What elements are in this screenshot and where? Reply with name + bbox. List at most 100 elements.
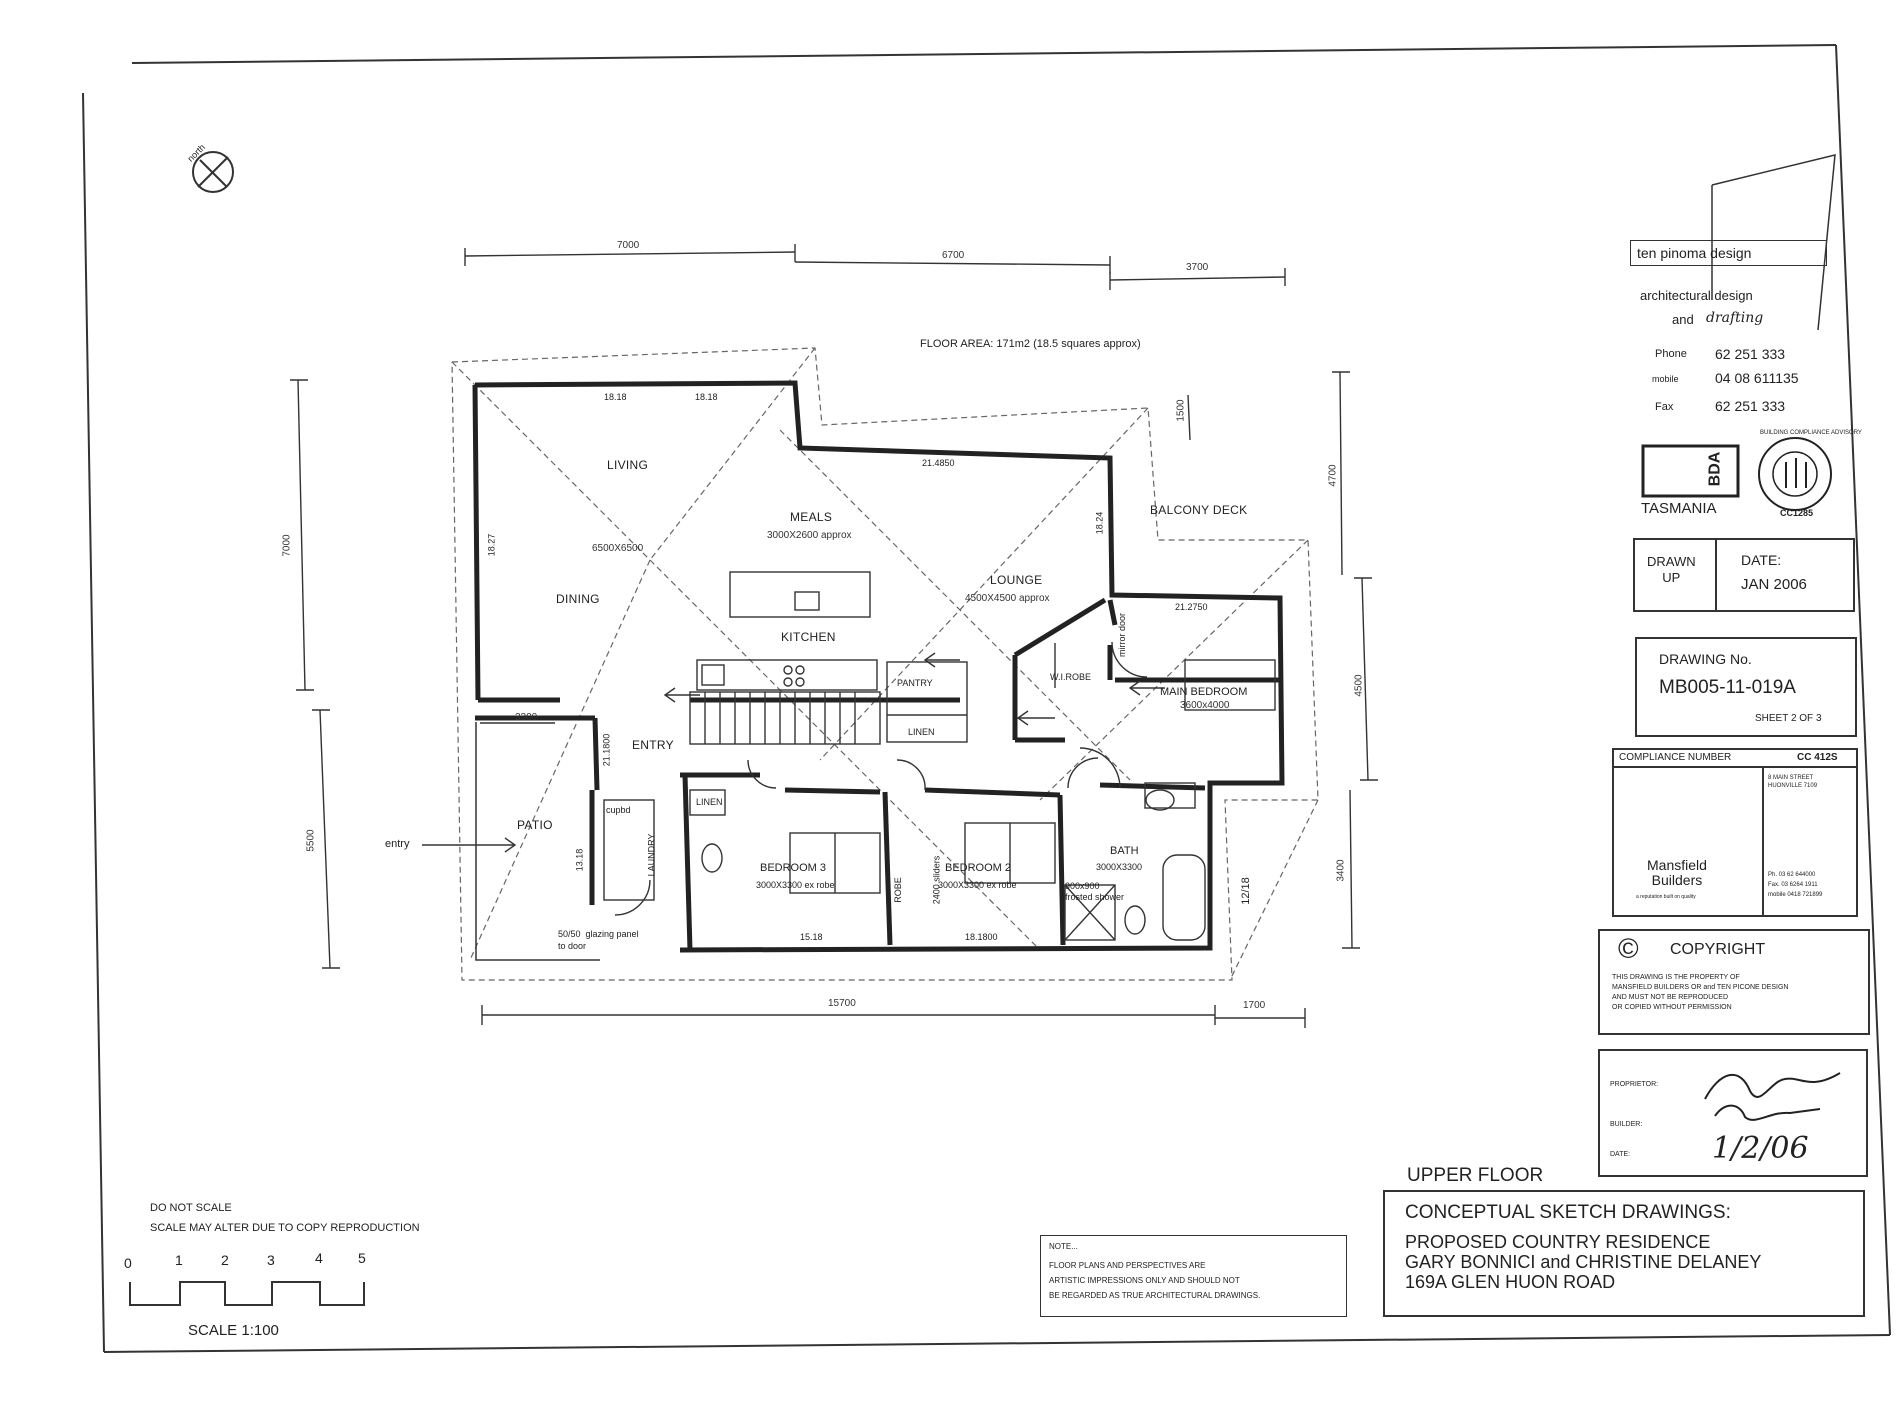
scale-note-2: SCALE MAY ALTER DUE TO COPY REPRODUCTION (150, 1222, 420, 1234)
beam-label: 18.24 (1094, 511, 1105, 535)
bda-logo-icon (1641, 437, 1832, 511)
beam-label: 21.1800 (601, 733, 612, 767)
copyright-title: COPYRIGHT (1670, 941, 1766, 958)
room-living-size: 6500X6500 (592, 543, 644, 554)
compliance-header-line (1614, 766, 1856, 768)
bda-ring-text: BUILDING COMPLIANCE ADVISORY (1760, 430, 1862, 436)
room-living: LIVING (607, 458, 649, 472)
room-linen-1: LINEN (908, 727, 935, 737)
compliance-number: CC 412S (1797, 752, 1838, 763)
room-balcony: BALCONY DECK (1150, 503, 1248, 517)
room-mirror-door: mirror door (1117, 612, 1128, 658)
copyright-symbol-icon: © (1618, 933, 1639, 964)
floor-area: FLOOR AREA: 171m2 (18.5 squares approx) (920, 338, 1141, 350)
room-bedroom-2-size: 3000X3300 ex robe (938, 880, 1017, 890)
title-line-4: 169A GLEN HUON ROAD (1405, 1272, 1616, 1292)
room-bedroom-3-size: 3000X3300 ex robe (756, 880, 835, 890)
bda-number: CC1285 (1780, 508, 1814, 518)
drawn-label: DRAWN UP (1647, 554, 1696, 585)
room-lounge-size: 4500X4500 approx (965, 593, 1050, 604)
roof-lines (451, 347, 1319, 981)
room-linen-2: LINEN (696, 797, 723, 807)
room-bedroom-2: BEDROOM 2 (945, 862, 1012, 874)
beam-label: 18.1800 (965, 932, 998, 942)
builder-label: BUILDER: (1610, 1121, 1643, 1128)
room-entry: ENTRY (632, 738, 674, 752)
beam-label: 15.18 (800, 932, 823, 942)
firm-mobile: 04 08 611135 (1715, 370, 1799, 386)
dim-top-1: 7000 (617, 240, 640, 251)
room-robe-sliders: 2400 sliders (931, 855, 942, 905)
bda-state: TASMANIA (1641, 500, 1717, 517)
builder-mobile: mobile 0418 721899 (1768, 892, 1823, 898)
title-line-2: PROPOSED COUNTRY RESIDENCE (1405, 1232, 1711, 1252)
scale-tick-3: 3 (267, 1252, 275, 1268)
dim-top-3: 3700 (1186, 262, 1209, 273)
builder-phone: Ph. 03 62 644000 (1768, 872, 1816, 878)
beam-label: 18.27 (486, 533, 497, 557)
compliance-box: COMPLIANCE NUMBER CC 412S Mansfield Buil… (1612, 748, 1858, 917)
dim-balcony: 1500 (1175, 399, 1187, 422)
arrows (422, 652, 1165, 853)
firm-line-1: architectural design (1640, 288, 1753, 303)
signoff-date-label: DATE: (1610, 1151, 1631, 1158)
scale-label: SCALE 1:100 (188, 1322, 279, 1339)
drawing-number-label: DRAWING No. (1659, 651, 1752, 667)
room-robe: ROBE (892, 877, 903, 903)
drawn-box: DRAWN UP DATE: JAN 2006 (1633, 538, 1855, 612)
dimension-lines (290, 244, 1378, 1028)
date-value: JAN 2006 (1741, 576, 1807, 593)
drawn-divider (1715, 540, 1717, 610)
scale-tick-4: 4 (315, 1250, 323, 1266)
upper-floor-label: UPPER FLOOR (1407, 1165, 1544, 1186)
title-box: CONCEPTUAL SKETCH DRAWINGS: PROPOSED COU… (1383, 1190, 1865, 1317)
scale-note-1: DO NOT SCALE (150, 1202, 232, 1214)
scale-tick-2: 2 (221, 1252, 229, 1268)
room-main-bedroom: MAIN BEDROOM (1160, 686, 1248, 698)
patio-outline (475, 722, 600, 961)
room-bath: BATH (1110, 845, 1139, 857)
scale-tick-0: 0 (124, 1255, 132, 1271)
note-text: FLOOR PLANS AND PERSPECTIVES ARE ARTISTI… (1049, 1261, 1261, 1300)
proprietor-label: PROPRIETOR: (1610, 1081, 1659, 1088)
copyright-text: THIS DRAWING IS THE PROPERTY OF MANSFIEL… (1612, 974, 1789, 1011)
room-lounge: LOUNGE (990, 573, 1043, 587)
scale-tick-5: 5 (358, 1250, 366, 1266)
firm-fax-label: Fax (1655, 401, 1674, 413)
signoff-box: PROPRIETOR: BUILDER: DATE: 1/2/06 (1598, 1049, 1868, 1177)
north-arrow-icon (192, 151, 234, 193)
room-shower: 900x900 frosted shower (1065, 881, 1125, 902)
bda-mark: BDA (1706, 451, 1724, 487)
room-bath-size: 3000X3300 (1096, 862, 1143, 872)
firm-mobile-label: mobile (1652, 374, 1679, 384)
beam-label: 12/18 (1239, 877, 1252, 905)
firm-line-2: and (1672, 312, 1694, 327)
beam-label: 18.18 (604, 392, 627, 402)
drawing-number-box: DRAWING No. MB005-11-019A SHEET 2 OF 3 (1635, 637, 1857, 737)
note-title: NOTE... (1049, 1242, 1078, 1251)
fixtures (603, 571, 1276, 941)
room-pantry: PANTRY (897, 678, 933, 688)
dim-left-2: 5500 (305, 829, 317, 852)
room-dining: DINING (556, 592, 600, 606)
drawing-sheet: SHEET 2 OF 3 (1755, 713, 1822, 724)
mansfield-tagline: a reputation built on quality (1636, 894, 1696, 900)
room-laundry: LAUNDRY (646, 833, 657, 877)
dim-patio: 3300 (515, 712, 538, 723)
firm-line-2b: drafting (1706, 310, 1764, 326)
drawing-number-value: MB005-11-019A (1659, 677, 1796, 698)
room-meals-size: 3000X2600 approx (767, 530, 852, 541)
title-line-1: CONCEPTUAL SKETCH DRAWINGS: (1405, 1202, 1731, 1223)
room-bedroom-3: BEDROOM 3 (760, 862, 827, 874)
firm-logo-icon (1711, 154, 1836, 331)
firm-phone: 62 251 333 (1715, 346, 1786, 362)
dim-left-1: 7000 (281, 534, 293, 557)
beam-label: 18.18 (695, 392, 718, 402)
copyright-box: © COPYRIGHT THIS DRAWING IS THE PROPERTY… (1598, 929, 1870, 1035)
scale-tick-1: 1 (175, 1252, 183, 1268)
builder-address: 8 MAIN STREET HUONVILLE 7109 (1768, 775, 1818, 789)
glazing-note: 50/50 glazing panel to door (558, 929, 639, 951)
title-line-3: GARY BONNICI and CHRISTINE DELANEY (1405, 1252, 1762, 1272)
note-box: NOTE... FLOOR PLANS AND PERSPECTIVES ARE… (1040, 1235, 1347, 1317)
